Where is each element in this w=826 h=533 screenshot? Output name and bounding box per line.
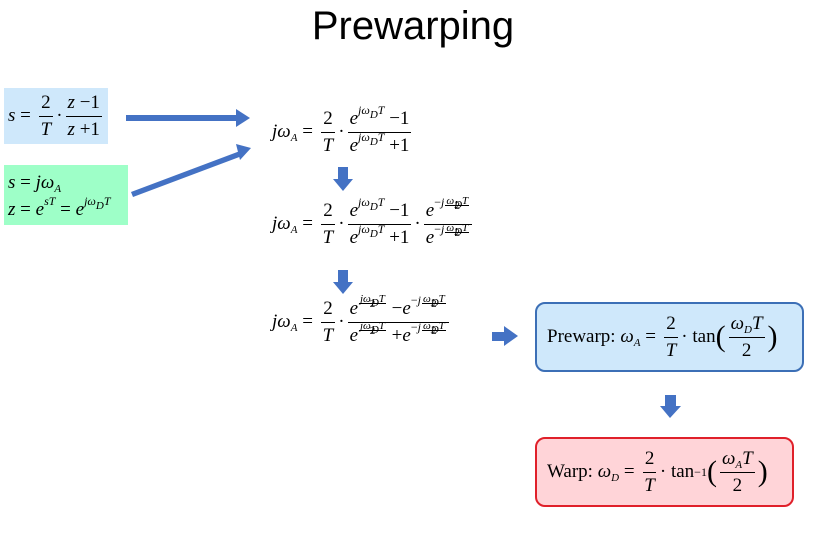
arrow-diagonal-icon [131, 144, 251, 197]
substitution-z: z = esT = ejωDT [8, 193, 111, 220]
substitution-s: s = jωA [8, 171, 62, 195]
arrow-right-icon [126, 109, 250, 127]
warp-label: Warp: [547, 461, 593, 482]
arrow-right-icon [492, 326, 518, 346]
arrow-down-icon [660, 395, 681, 418]
arrow-down-icon [333, 270, 353, 294]
prewarp-label: Prewarp: [547, 326, 616, 347]
arrow-down-icon [333, 167, 353, 191]
slide-title: Prewarping [311, 4, 515, 48]
substitution-box: s = jωA z = esT = ejωDT [4, 165, 128, 225]
